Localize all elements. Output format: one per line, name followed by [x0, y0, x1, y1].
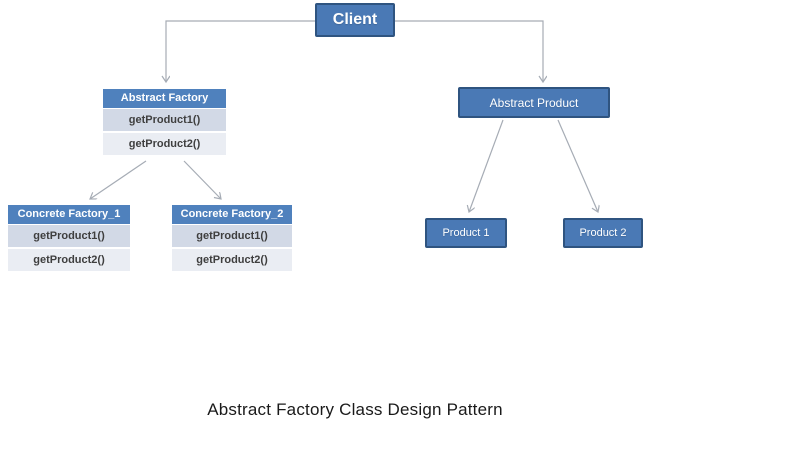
concrete-factory-1-table: Concrete Factory_1 getProduct1() getProd…: [8, 205, 130, 273]
client-node: Client: [315, 3, 395, 37]
concrete-factory-2-title: Concrete Factory_2: [172, 205, 292, 225]
product-2-node: Product 2: [563, 218, 643, 248]
concrete-factory-1-title: Concrete Factory_1: [8, 205, 130, 225]
product-1-node: Product 1: [425, 218, 507, 248]
abstract-factory-table: Abstract Factory getProduct1() getProduc…: [103, 89, 226, 157]
abstract-factory-title: Abstract Factory: [103, 89, 226, 109]
concrete-factory-1-method-1: getProduct1(): [8, 225, 130, 249]
concrete-factory-2-method-2: getProduct2(): [172, 249, 292, 273]
abstract-product-node: Abstract Product: [458, 87, 610, 118]
diagram-caption: Abstract Factory Class Design Pattern: [207, 400, 503, 419]
abstract-product-label: Abstract Product: [489, 95, 579, 110]
product-2-label: Product 2: [579, 227, 627, 239]
connector-abstract-factory-to-concrete-1: [90, 160, 147, 199]
product-1-label: Product 1: [442, 227, 490, 239]
concrete-factory-2-method-1: getProduct1(): [172, 225, 292, 249]
concrete-factory-2-table: Concrete Factory_2 getProduct1() getProd…: [172, 205, 292, 273]
connector-abstract-factory-to-concrete-2: [183, 160, 221, 199]
connector-abstract-product-to-product-2: [557, 119, 598, 212]
abstract-factory-method-1: getProduct1(): [103, 109, 226, 133]
concrete-factory-1-method-2: getProduct2(): [8, 249, 130, 273]
connector-client-to-abstract-factory: [166, 20, 315, 82]
abstract-factory-method-2: getProduct2(): [103, 133, 226, 157]
client-label: Client: [332, 11, 378, 28]
connector-client-to-abstract-product: [395, 20, 543, 82]
connector-abstract-product-to-product-1: [469, 119, 504, 212]
